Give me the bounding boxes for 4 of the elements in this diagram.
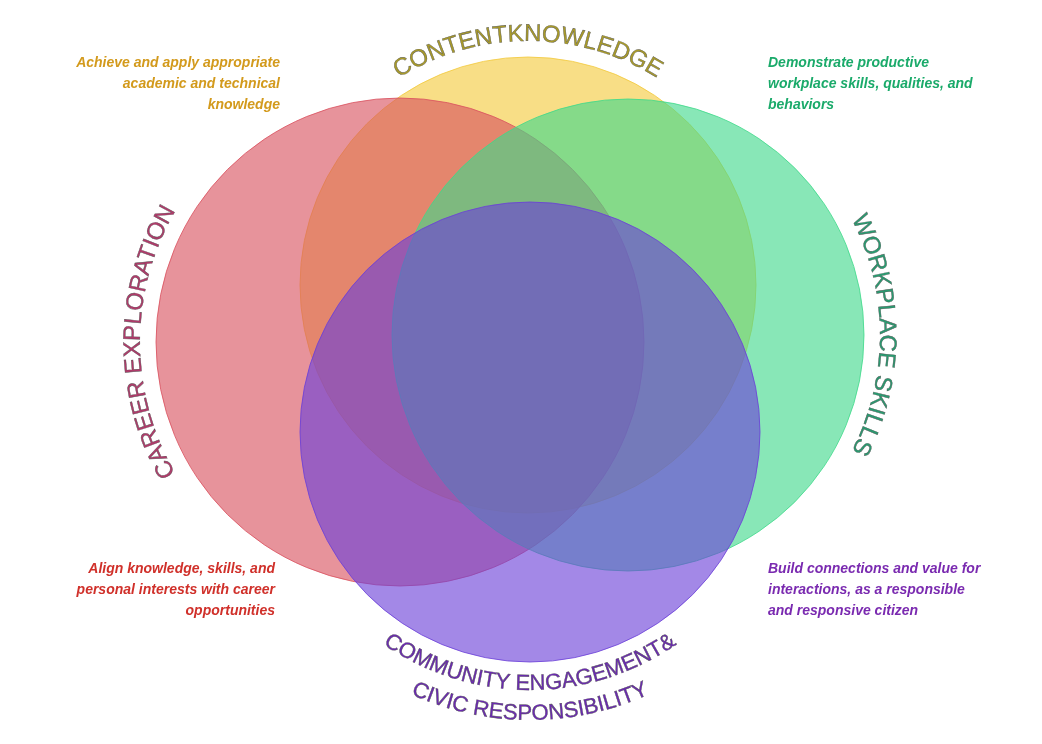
description-text: Demonstrate productive workplace skills, qualities, and behaviors [768, 53, 974, 114]
description-text: Align knowledge, skills, and personal interests with career opportunities [75, 559, 275, 620]
description-text: Achieve and apply appropriate academic and technical knowledge [75, 53, 280, 114]
description-text: Build connections and value for interactions, as a responsible and responsive citizen [768, 559, 982, 620]
